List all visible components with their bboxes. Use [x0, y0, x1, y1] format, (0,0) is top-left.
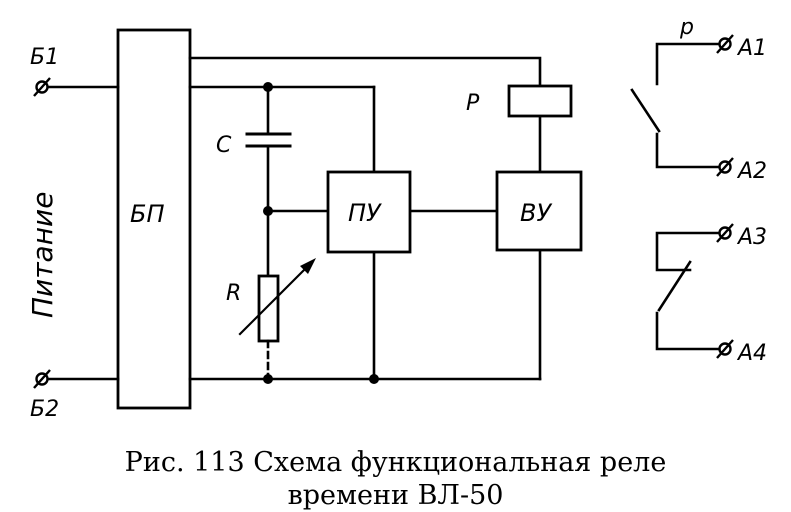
- figure-caption-line2: времени ВЛ-50: [287, 480, 504, 511]
- terminal-b2-label: Б2: [30, 397, 59, 422]
- relay-coil-label: Р: [466, 91, 480, 116]
- contact-a4-wire: [655, 311, 721, 351]
- resistor-arrow-head: [300, 258, 316, 274]
- resistor-arrow-line: [238, 262, 312, 336]
- supply-label: Питание: [26, 192, 59, 318]
- terminal-a2-label: А2: [736, 159, 767, 184]
- capacitor-label: С: [216, 133, 232, 158]
- terminal-a4: [716, 339, 734, 359]
- block-pu-label: ПУ: [348, 199, 382, 227]
- block-pu: [326, 170, 412, 254]
- contact-label: р: [679, 15, 694, 40]
- terminal-a1: [716, 34, 734, 54]
- terminal-a3: [716, 223, 734, 243]
- block-bp-label: БП: [130, 200, 165, 228]
- resistor-body: [257, 274, 280, 343]
- contact-a2-wire: [655, 132, 721, 169]
- contact-blade-nc: [657, 260, 692, 312]
- terminal-b2: [33, 369, 51, 389]
- junction-dot: [263, 206, 273, 216]
- junction-dot: [263, 374, 273, 384]
- figure-caption-line1: Рис. 113 Схема функциональная реле: [124, 447, 667, 478]
- junction-dot: [369, 374, 379, 384]
- terminal-a3-label: А3: [736, 225, 767, 250]
- terminal-b1-label: Б1: [30, 45, 59, 70]
- contact-a3-wire: [655, 231, 721, 272]
- wire-top-to-coil: [188, 56, 542, 88]
- contact-a1-wire: [655, 42, 721, 86]
- junction-dot: [263, 82, 273, 92]
- terminal-a1-label: А1: [736, 36, 767, 61]
- relay-coil: [507, 84, 573, 118]
- contact-blade-no: [630, 88, 661, 133]
- block-vu: [495, 170, 583, 252]
- block-vu-label: ВУ: [520, 199, 552, 227]
- resistor-label: R: [226, 281, 241, 306]
- block-bp: [116, 28, 192, 410]
- terminal-a2: [716, 157, 734, 177]
- terminal-b1: [33, 77, 51, 97]
- terminal-a4-label: А4: [736, 341, 767, 366]
